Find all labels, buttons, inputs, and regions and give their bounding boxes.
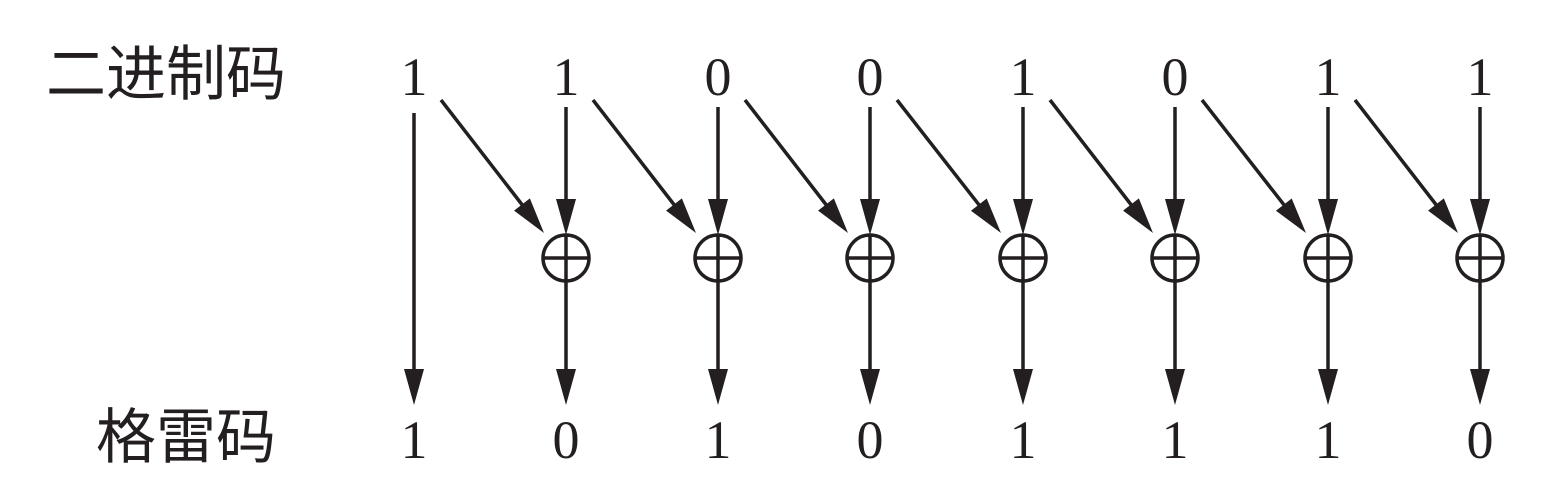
binary-bit: 0 <box>705 47 732 107</box>
binary-to-xor-arrow <box>1165 107 1185 235</box>
xor-layer <box>541 233 1505 283</box>
previous-bit-to-xor-arrow <box>1200 98 1306 233</box>
binary-to-xor-arrow <box>1013 107 1033 235</box>
gray-row-label: 格雷码 <box>96 403 276 473</box>
gray-bit: 0 <box>857 410 884 470</box>
xor-to-gray-arrow <box>1470 281 1490 405</box>
gray-bit: 1 <box>1010 410 1037 470</box>
binary-bit: 1 <box>553 47 580 107</box>
previous-bit-to-xor-arrow <box>743 98 848 233</box>
binary-row-label: 二进制码 <box>46 40 286 110</box>
binary-bit: 1 <box>1315 47 1342 107</box>
xor-symbol <box>1303 233 1353 283</box>
gray-bit: 0 <box>1467 410 1494 470</box>
previous-bit-to-xor-arrow <box>591 98 696 233</box>
binary-bit: 1 <box>1467 47 1494 107</box>
msb-pass-arrow <box>404 113 424 405</box>
xor-symbol <box>1150 233 1200 283</box>
xor-to-gray-arrow <box>556 281 576 405</box>
arrows-layer <box>404 98 1490 405</box>
binary-to-xor-arrow <box>1318 107 1338 235</box>
binary-bit: 0 <box>857 47 884 107</box>
xor-symbol <box>998 233 1048 283</box>
gray-bit: 0 <box>553 410 580 470</box>
binary-bit: 1 <box>1010 47 1037 107</box>
previous-bit-to-xor-arrow <box>1353 98 1458 233</box>
binary-to-xor-arrow <box>860 107 880 235</box>
xor-symbol <box>693 233 743 283</box>
previous-bit-to-xor-arrow <box>439 98 544 233</box>
binary-to-xor-arrow <box>708 107 728 235</box>
binary-to-xor-arrow <box>556 107 576 235</box>
xor-symbol <box>845 233 895 283</box>
gray-bit: 1 <box>1162 410 1189 470</box>
binary-bit: 1 <box>401 47 428 107</box>
xor-to-gray-arrow <box>1165 281 1185 405</box>
xor-symbol <box>541 233 591 283</box>
binary-bit: 0 <box>1162 47 1189 107</box>
previous-bit-to-xor-arrow <box>1048 98 1153 233</box>
previous-bit-to-xor-arrow <box>895 98 1001 233</box>
binary-to-xor-arrow <box>1470 107 1490 235</box>
xor-to-gray-arrow <box>1013 281 1033 405</box>
gray-bit: 1 <box>401 410 428 470</box>
gray-bit: 1 <box>1315 410 1342 470</box>
xor-to-gray-arrow <box>1318 281 1338 405</box>
xor-to-gray-arrow <box>708 281 728 405</box>
bits-layer: 1 1 0 0 1 0 1 1 1 0 1 0 1 1 1 0 <box>401 47 1494 470</box>
xor-symbol <box>1455 233 1505 283</box>
gray-bit: 1 <box>705 410 732 470</box>
xor-to-gray-arrow <box>860 281 880 405</box>
